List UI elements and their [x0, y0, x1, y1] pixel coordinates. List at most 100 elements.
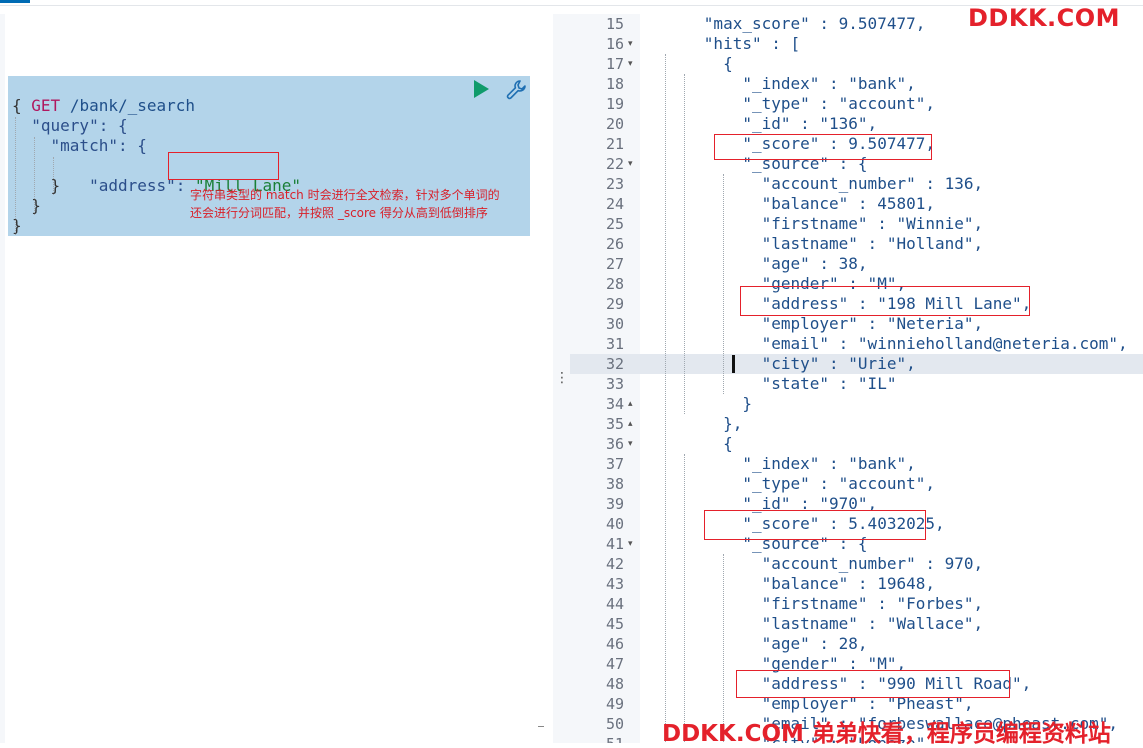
request-line[interactable]: } — [12, 196, 41, 215]
response-line[interactable]: 34▴ } — [570, 394, 1143, 414]
response-line[interactable]: 30 "employer" : "Neteria", — [570, 314, 1143, 334]
response-code: "age" : 38, — [646, 254, 868, 273]
request-line-method[interactable]: GET /bank/_search — [12, 76, 195, 115]
response-line[interactable]: 51 "city" : "Lopezo", — [570, 734, 1143, 743]
wrench-icon[interactable] — [505, 79, 527, 101]
highlight-box-address-1 — [740, 286, 1030, 316]
active-tab-indicator[interactable] — [0, 0, 30, 3]
response-line[interactable]: 19 "_type" : "account", — [570, 94, 1143, 114]
response-code: "_id" : "136", — [646, 114, 878, 133]
line-number: 21 — [605, 135, 624, 153]
response-line[interactable]: 20 "_id" : "136", — [570, 114, 1143, 134]
response-line[interactable]: 28 "gender" : "M", — [570, 274, 1143, 294]
line-number: 37 — [605, 455, 624, 473]
response-code: "max_score" : 9.507477, — [646, 14, 926, 33]
response-code: "employer" : "Pheast", — [646, 694, 974, 713]
request-line[interactable]: { — [12, 96, 22, 115]
response-code: "_score" : 5.4032025, — [646, 514, 945, 533]
fold-toggle-icon[interactable]: ▾ — [628, 39, 633, 49]
response-line[interactable]: 42 "account_number" : 970, — [570, 554, 1143, 574]
top-tab-bar — [0, 0, 1143, 6]
response-line[interactable]: 21 "_score" : 9.507477, — [570, 134, 1143, 154]
response-code: "gender" : "M", — [646, 274, 907, 293]
response-line[interactable]: 47 "gender" : "M", — [570, 654, 1143, 674]
line-number: 34 — [605, 395, 624, 413]
response-line[interactable]: 26 "lastname" : "Holland", — [570, 234, 1143, 254]
response-line[interactable]: 44 "firstname" : "Forbes", — [570, 594, 1143, 614]
line-number: 50 — [605, 715, 624, 733]
line-number: 49 — [605, 695, 624, 713]
run-request-play-icon[interactable] — [474, 80, 489, 98]
response-code: "address" : "990 Mill Road", — [646, 674, 1032, 693]
response-line[interactable]: 25 "firstname" : "Winnie", — [570, 214, 1143, 234]
response-line[interactable]: 40 "_score" : 5.4032025, — [570, 514, 1143, 534]
response-line[interactable]: 37 "_index" : "bank", — [570, 454, 1143, 474]
response-line[interactable]: 35 ▴ }, — [570, 414, 1143, 434]
response-code: "_source" : { — [646, 534, 868, 553]
response-line[interactable]: 15 "max_score" : 9.507477, — [570, 14, 1143, 34]
response-line[interactable]: 32 "city" : "Urie", — [570, 354, 1143, 374]
line-number: 48 — [605, 675, 624, 693]
request-line[interactable]: } — [12, 176, 61, 195]
line-number: 46 — [605, 635, 624, 653]
line-number: 18 — [605, 75, 624, 93]
response-code: "_score" : 9.507477, — [646, 134, 935, 153]
response-line[interactable]: 38 "_type" : "account", — [570, 474, 1143, 494]
watermark-top: DDKK.COM — [968, 4, 1121, 32]
response-code: "city" : "Lopezo", — [646, 734, 935, 743]
response-line[interactable]: 17▾ { — [570, 54, 1143, 74]
response-line[interactable]: 23 "account_number" : 136, — [570, 174, 1143, 194]
line-number: 43 — [605, 575, 624, 593]
response-line[interactable]: 29 "address" : "198 Mill Lane", — [570, 294, 1143, 314]
line-number: 39 — [605, 495, 624, 513]
annotation-line: 还会进行分词匹配，并按照 _score 得分从高到低倒排序 — [190, 206, 488, 220]
fold-toggle-icon[interactable]: ▾ — [628, 159, 633, 169]
request-line[interactable]: "match": { — [12, 136, 147, 155]
line-number: 35 — [605, 415, 624, 433]
line-number-gutter — [570, 14, 640, 743]
pane-resizer[interactable] — [553, 14, 570, 743]
line-number: 33 — [605, 375, 624, 393]
response-line[interactable]: 49 "employer" : "Pheast", — [570, 694, 1143, 714]
response-code: "account_number" : 136, — [646, 174, 984, 193]
response-line[interactable]: 27 "age" : 38, — [570, 254, 1143, 274]
response-line[interactable]: 18 "_index" : "bank", — [570, 74, 1143, 94]
fold-toggle-icon[interactable]: ▾ — [628, 539, 633, 549]
response-line[interactable]: 45 "lastname" : "Wallace", — [570, 614, 1143, 634]
line-number: 44 — [605, 595, 624, 613]
response-line[interactable]: 36▾ { — [570, 434, 1143, 454]
response-line[interactable]: 24 "balance" : 45801, — [570, 194, 1143, 214]
line-number: 30 — [605, 315, 624, 333]
response-line[interactable]: 50 "email" : "forbeswallace@pheast.com", — [570, 714, 1143, 734]
response-line[interactable]: 39 "_id" : "970", — [570, 494, 1143, 514]
fold-toggle-icon[interactable]: ▴ — [628, 419, 633, 429]
annotation-note: 字符串类型的 match 时会进行全文检索，针对多个单词的 还会进行分词匹配，并… — [190, 186, 550, 222]
response-line[interactable]: 46 "age" : 28, — [570, 634, 1143, 654]
response-line[interactable]: 48 "address" : "990 Mill Road", — [570, 674, 1143, 694]
response-code: "_id" : "970", — [646, 494, 878, 513]
fold-toggle-icon[interactable]: ▾ — [628, 59, 633, 69]
response-code: "_type" : "account", — [646, 474, 935, 493]
request-line[interactable]: "address": "Mill Lane" — [12, 156, 301, 195]
indent-guide — [34, 137, 35, 215]
vertical-dots-icon[interactable]: ⋮ — [555, 370, 569, 386]
fold-toggle-icon[interactable]: ▾ — [628, 439, 633, 449]
response-code: "_type" : "account", — [646, 94, 935, 113]
response-viewer[interactable]: 15 "max_score" : 9.507477,16▾ "hits" : [… — [570, 14, 1143, 743]
response-code: }, — [646, 414, 743, 433]
request-line[interactable]: "query": { — [12, 116, 128, 135]
response-line[interactable]: 22▾ "_source" : { — [570, 154, 1143, 174]
line-number: 28 — [605, 275, 624, 293]
response-line[interactable]: 33 "state" : "IL" — [570, 374, 1143, 394]
response-line[interactable]: 16▾ "hits" : [ — [570, 34, 1143, 54]
response-line[interactable]: 41▾ "_source" : { — [570, 534, 1143, 554]
response-line[interactable]: 43 "balance" : 19648, — [570, 574, 1143, 594]
response-code: "gender" : "M", — [646, 654, 907, 673]
fold-toggle-icon[interactable]: ▴ — [628, 399, 633, 409]
request-line[interactable]: } — [12, 216, 22, 235]
line-number: 31 — [605, 335, 624, 353]
response-code: "balance" : 45801, — [646, 194, 935, 213]
response-code: { — [646, 434, 733, 453]
response-line[interactable]: 31 "email" : "winnieholland@neteria.com"… — [570, 334, 1143, 354]
line-number: 42 — [605, 555, 624, 573]
